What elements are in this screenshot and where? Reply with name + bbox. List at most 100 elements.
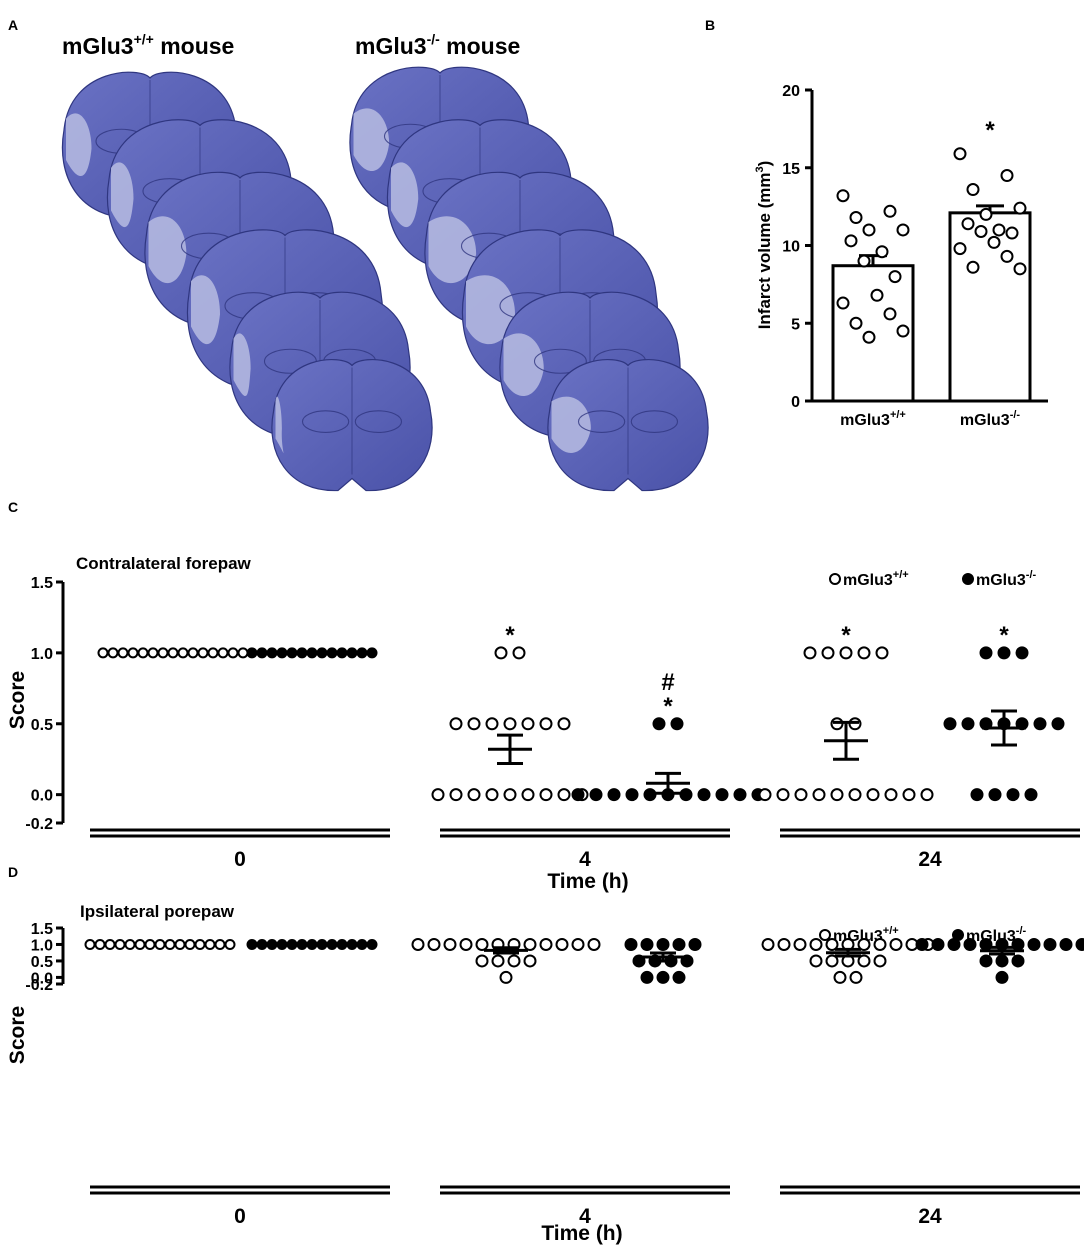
data-point: [164, 938, 176, 950]
data-point: [356, 938, 368, 950]
data-point: [995, 970, 1009, 984]
data-point: [1000, 249, 1014, 263]
data-point: [467, 717, 481, 731]
legend-marker: [819, 929, 831, 941]
data-point: [943, 717, 957, 731]
data-point: [107, 647, 119, 659]
hippocampus-left: [301, 410, 350, 433]
data-point: [992, 223, 1006, 237]
y-tick-label: 10: [782, 239, 800, 256]
x-category-label: mGlu3+/+: [840, 409, 906, 429]
data-point: [485, 717, 499, 731]
legend-marker: [829, 573, 841, 585]
data-point: [571, 788, 585, 802]
data-point: [1024, 788, 1038, 802]
y-axis-label: Infarct volume (mm3): [754, 161, 774, 330]
hippocampus-right: [630, 410, 679, 433]
infarct-area: [66, 113, 92, 177]
data-point: [1043, 937, 1057, 951]
significance-marker: *: [985, 117, 995, 144]
data-point: [1011, 954, 1025, 968]
panel-letter-c: C: [8, 499, 18, 515]
y-axis-label: Score: [6, 671, 29, 729]
data-point: [883, 204, 897, 218]
data-point: [523, 937, 537, 951]
significance-marker: *: [841, 622, 851, 649]
data-point: [640, 970, 654, 984]
x-category-label: 0: [234, 848, 246, 871]
data-point: [793, 937, 807, 951]
ipsilateral-forepaw-chart: Ipsilateral porepaw1.51.00.50.0-0.2Score…: [6, 902, 1084, 1245]
data-point: [167, 647, 179, 659]
data-point: [523, 954, 537, 968]
data-point: [875, 245, 889, 259]
data-point: [953, 242, 967, 256]
data-point: [346, 938, 358, 950]
data-point: [866, 788, 880, 802]
data-point: [836, 189, 850, 203]
data-point: [589, 788, 603, 802]
data-point: [127, 647, 139, 659]
data-point: [316, 647, 328, 659]
data-point: [979, 954, 993, 968]
data-point: [1075, 937, 1084, 951]
data-point: [276, 647, 288, 659]
data-point: [1000, 169, 1014, 183]
data-point: [679, 788, 693, 802]
data-point: [256, 647, 268, 659]
data-point: [97, 647, 109, 659]
data-point: [276, 938, 288, 950]
brain-sections-wildtype: [61, 71, 433, 492]
data-point: [411, 937, 425, 951]
legend-marker: [962, 573, 974, 585]
data-point: [366, 938, 378, 950]
data-point: [147, 647, 159, 659]
panel-a-right-title: mGlu3-/- mouse: [355, 31, 520, 59]
brain-sections-knockout: [349, 66, 709, 492]
data-point: [849, 970, 863, 984]
data-point: [94, 938, 106, 950]
infarct-area: [428, 216, 477, 284]
data-point: [873, 937, 887, 951]
infarct-area: [275, 396, 284, 453]
infarct-area: [503, 333, 544, 397]
data-point: [953, 147, 967, 161]
data-point: [187, 647, 199, 659]
data-point: [733, 788, 747, 802]
y-tick-label: 20: [782, 83, 800, 100]
data-point: [555, 937, 569, 951]
data-point: [1013, 262, 1027, 276]
data-point: [857, 254, 871, 268]
data-point: [256, 938, 268, 950]
data-point: [503, 788, 517, 802]
data-point: [947, 937, 961, 951]
data-point: [177, 647, 189, 659]
significance-marker: *: [505, 622, 515, 649]
data-point: [475, 937, 489, 951]
data-point: [449, 717, 463, 731]
y-tick-label: -0.2: [25, 977, 53, 994]
y-tick-label: 1.0: [31, 937, 53, 954]
y-tick-label: 0: [791, 394, 800, 411]
data-point: [862, 330, 876, 344]
data-point: [326, 938, 338, 950]
x-axis-label: Time (h): [547, 870, 628, 893]
data-point: [995, 954, 1009, 968]
data-point: [697, 788, 711, 802]
data-point: [174, 938, 186, 950]
data-point: [224, 938, 236, 950]
data-point: [966, 260, 980, 274]
data-point: [896, 324, 910, 338]
data-point: [794, 788, 808, 802]
data-point: [643, 788, 657, 802]
data-point: [656, 970, 670, 984]
data-point: [833, 970, 847, 984]
data-point: [857, 937, 871, 951]
significance-marker: *: [999, 622, 1009, 649]
data-point: [625, 788, 639, 802]
data-point: [499, 970, 513, 984]
data-point: [427, 937, 441, 951]
data-point: [1027, 937, 1041, 951]
y-tick-label: 0.0: [31, 788, 53, 805]
data-point: [966, 183, 980, 197]
